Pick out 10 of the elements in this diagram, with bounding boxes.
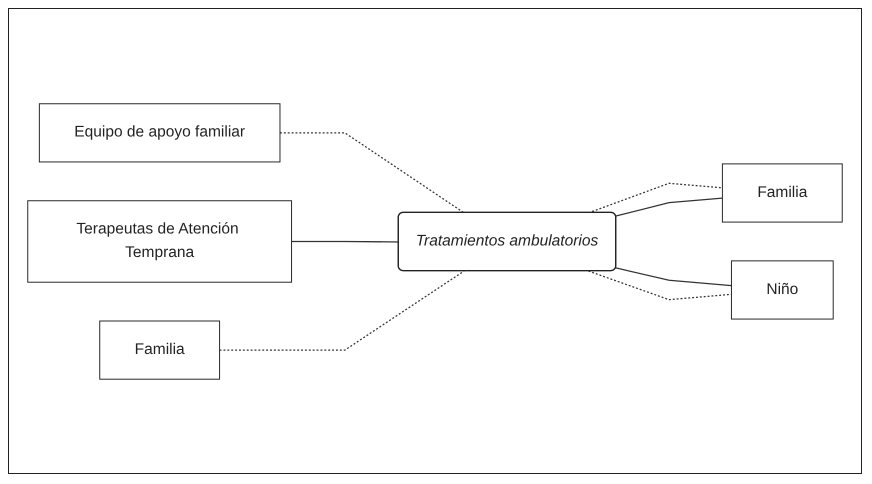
connector [616,197,722,216]
connector [220,270,464,350]
node-box: Equipo de apoyo familiar [38,102,280,162]
node-box: Familia [99,320,220,380]
connector [616,266,732,286]
node-box: Terapeutas de Atención Temprana [27,200,292,282]
connector [588,270,732,300]
node-box: Niño [730,260,834,320]
node-box: Familia [722,162,843,222]
connector [292,240,399,242]
